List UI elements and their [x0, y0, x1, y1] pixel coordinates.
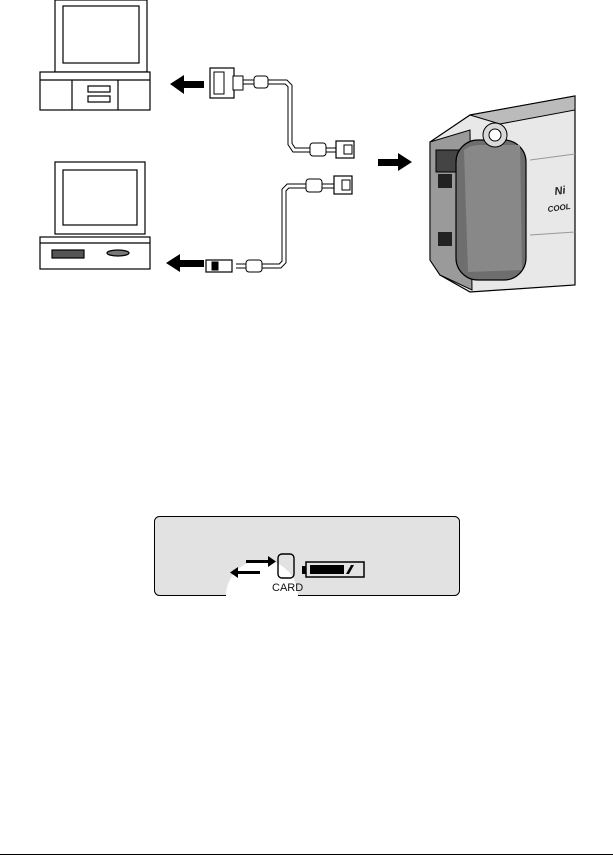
monitor-screen-mac: [63, 6, 139, 63]
page-divider: [0, 854, 613, 855]
camera-connection-illustration: Ni COOL: [0, 0, 613, 300]
floppy-drive: [52, 250, 84, 258]
lcd-status-panel: CARD: [154, 516, 460, 596]
pc-connector: [206, 260, 232, 272]
arrow-left-icon: [166, 254, 204, 272]
computer-pc: [40, 162, 150, 269]
serial-cable: [210, 68, 354, 158]
computer-mac: [40, 0, 150, 110]
usb-cable: [206, 176, 352, 272]
arrow-right-icon: [378, 153, 412, 171]
monitor-screen-pc: [63, 170, 137, 225]
digital-camera: Ni COOL: [430, 96, 575, 292]
arrow-left-icon: [170, 75, 204, 94]
card-label: CARD: [272, 582, 303, 594]
lcd-background: [155, 517, 460, 596]
